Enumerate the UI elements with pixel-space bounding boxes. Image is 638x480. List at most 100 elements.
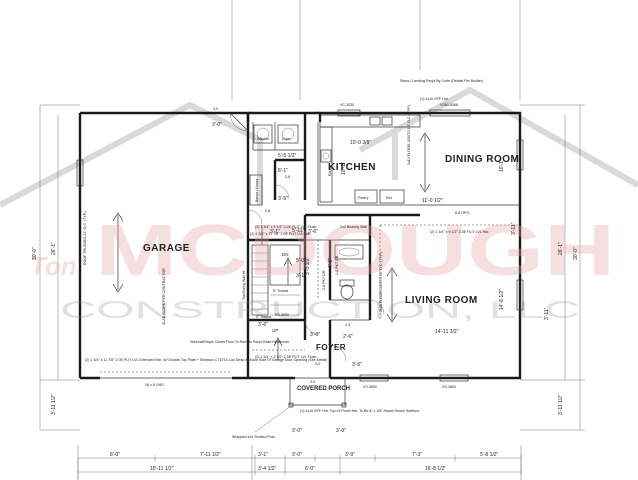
label-win-living2: VS-3650: [442, 385, 456, 389]
beam-lines: [252, 224, 520, 351]
interior-walls: [246, 113, 520, 378]
dim-s6: 3'-3 1/2": [305, 256, 311, 275]
dim-b3: 3'-1": [258, 452, 268, 458]
note-treads: 9" Treads: [273, 289, 288, 293]
label-win-top: VC-3030: [340, 103, 354, 107]
note-slab: SLAB SLOPE PER CONTRACTOR: [162, 268, 166, 325]
dim-b6: 7'-3": [412, 452, 422, 458]
dim-right-mid: 3'-11": [544, 307, 550, 320]
dim-s5: 3'-6": [308, 229, 318, 235]
label-washer: Washer: [257, 137, 270, 141]
label-door28: 2-8: [285, 175, 290, 179]
room-label-kitchen: KITCHEN: [328, 162, 376, 173]
dim-b1: 8'-0": [110, 452, 120, 458]
label-door28b: 2-8: [265, 209, 270, 213]
note-opg: 6-6 OPG.: [455, 211, 470, 215]
stair-up: UP: [272, 328, 278, 333]
dim-bb1: 15'-11 1/2": [150, 466, 174, 472]
dim-s13: 3'-11": [511, 222, 517, 235]
dim-s11: 3'-1": [296, 273, 306, 279]
dim-living-w: 14'-11 1/2": [435, 329, 459, 335]
note-porch: (1) 2x10 SPF Hdr. Top Of Porch Hdr. To B…: [300, 409, 420, 413]
note-half-wall: Tub/Swing Wall Ht.: [242, 270, 246, 300]
door-swings: [229, 112, 385, 379]
label-door24: 2-4: [345, 323, 350, 327]
room-label-dining: DINING ROOM: [445, 154, 519, 165]
label-door2: 3-0: [315, 362, 320, 366]
note-hdr-top: (1) 2x10 SPF Hdr.: [420, 97, 449, 101]
note-joists-living: 2x10 FLOOR JOISTS 16" O.C. (TYP.): [379, 252, 383, 312]
note-garage-beam: (2) 1 3/4" x 11 7/8" 2.0E PLIT LVL Exten…: [85, 358, 327, 362]
watermark-prefix: Ton: [30, 251, 77, 281]
dim-left-small: 3'-11 1/2": [51, 394, 57, 415]
dim-top-3-0: 3'-0": [212, 122, 222, 128]
room-label-living: LIVING ROOM: [405, 295, 478, 306]
label-win-top2: VS60-6068: [440, 103, 458, 107]
note-joists-top: 2x10 FLOOR JOISTS 16" O.C. (TYP.): [407, 105, 411, 165]
watermark-brand: MCDOUGH: [95, 211, 615, 291]
label-porch-ext: 3-0: [310, 380, 315, 384]
dim-s1: 5'-5 1/2": [278, 153, 297, 159]
dim-left-total: 30'-0": [32, 247, 38, 260]
dim-dining-h: 10'-1": [499, 159, 505, 172]
dim-right-inner: 26'-1": [558, 242, 564, 255]
dim-s9: 3'-6": [352, 362, 362, 368]
room-label-foyer: FOYER: [316, 343, 346, 352]
dim-b7: 5'-8 1/2": [480, 452, 499, 458]
note-bearing-wall: 2x4 Bearing Wall: [340, 225, 367, 229]
dim-b4: 3'-0": [292, 452, 302, 458]
label-door30: 3-0: [213, 107, 218, 111]
note-treads2: 9" Treads: [256, 315, 271, 319]
dim-b5: 3'-9": [345, 452, 355, 458]
note-beam3: (2) 1 3/4" x 9 1/2" 2.0E PLIT LVL Flush: [255, 355, 316, 359]
kitchen-fixtures: [249, 114, 421, 206]
note-hdr-beam: (2) 1 3/4" x 11 7/8" 2.0E PLIT LVL Hdr.: [250, 232, 311, 236]
dim-b2: 7'-11 1/2": [200, 452, 221, 458]
dim-s2: 3'-1": [270, 229, 280, 235]
label-pantry: Pantry: [358, 196, 369, 200]
note-steps: Steps / Landing Req'd By Code (Details P…: [400, 79, 483, 83]
dim-s12: 4'-0": [328, 258, 334, 268]
bath-fixtures: [334, 244, 364, 300]
label-dryer: Dryer: [282, 137, 292, 141]
label-bench: Bench / Hooks: [255, 178, 259, 202]
joist-arrows: [112, 132, 431, 360]
label-pkt: 2-8 PKT DR.: [335, 255, 339, 275]
note-post: Wrapped 4x4 Treated Post: [232, 435, 275, 439]
stair-dn: DN: [282, 252, 289, 257]
room-label-garage: GARAGE: [143, 243, 190, 254]
dim-right-small: 3'-11 1/2": [558, 394, 564, 415]
watermark-sub: CONSTRUCTION, LLC: [60, 297, 580, 324]
note-beam1: (2) 1 3/4" x 9 1/2" 2.0E PLIT LVL Hdr.: [430, 230, 489, 234]
dim-p2: 3'-0": [336, 428, 346, 434]
label-garage-door: 16 x 8 OHD: [145, 383, 164, 387]
dim-s10: 3'-6": [258, 322, 268, 328]
dim-s15: 8'-1": [278, 168, 288, 174]
dim-s4: 11'-0 1/2": [422, 198, 443, 204]
room-label-porch: COVERED PORCH: [297, 386, 350, 392]
dim-p1: 3'-0": [292, 428, 302, 434]
dim-living-h: 14'-8 1/2": [499, 289, 505, 310]
dim-left-inner: 26'-1": [51, 242, 57, 255]
dim-kitchen-h: 10'-1": [341, 162, 347, 175]
dim-right-total: 30'-0": [573, 247, 579, 260]
extension-lines: [39, 0, 585, 480]
porch: [254, 378, 347, 433]
label-range: Range: [328, 165, 332, 176]
dim-bb3: 6'-0": [305, 466, 315, 472]
dim-s14: 5'-0": [296, 258, 306, 264]
dim-s8: 2'-6": [343, 334, 353, 340]
note-beam2: (2) 1 3/4" x 9 1/2" 2.0E PLIT LVL Flush: [255, 225, 316, 229]
windows: [76, 109, 524, 382]
watermark-roof: [0, 86, 638, 208]
label-win-foyer: VS-3650: [275, 313, 289, 317]
label-ref: Ref: [386, 196, 392, 200]
label-closet: 2-6 PKT DR.: [322, 270, 326, 290]
note-roof-trusses: ROOF TRUSSES 24" O.C. (TYP.): [83, 211, 87, 265]
dim-bb4: 16'-8 1/2": [425, 466, 446, 472]
label-win-living1: VS-3650: [363, 385, 377, 389]
note-sidewall: Sidewall/Slope Closet Floor To Remain Re…: [190, 340, 289, 344]
dim-bb2: 3'-4 1/2": [258, 466, 277, 472]
